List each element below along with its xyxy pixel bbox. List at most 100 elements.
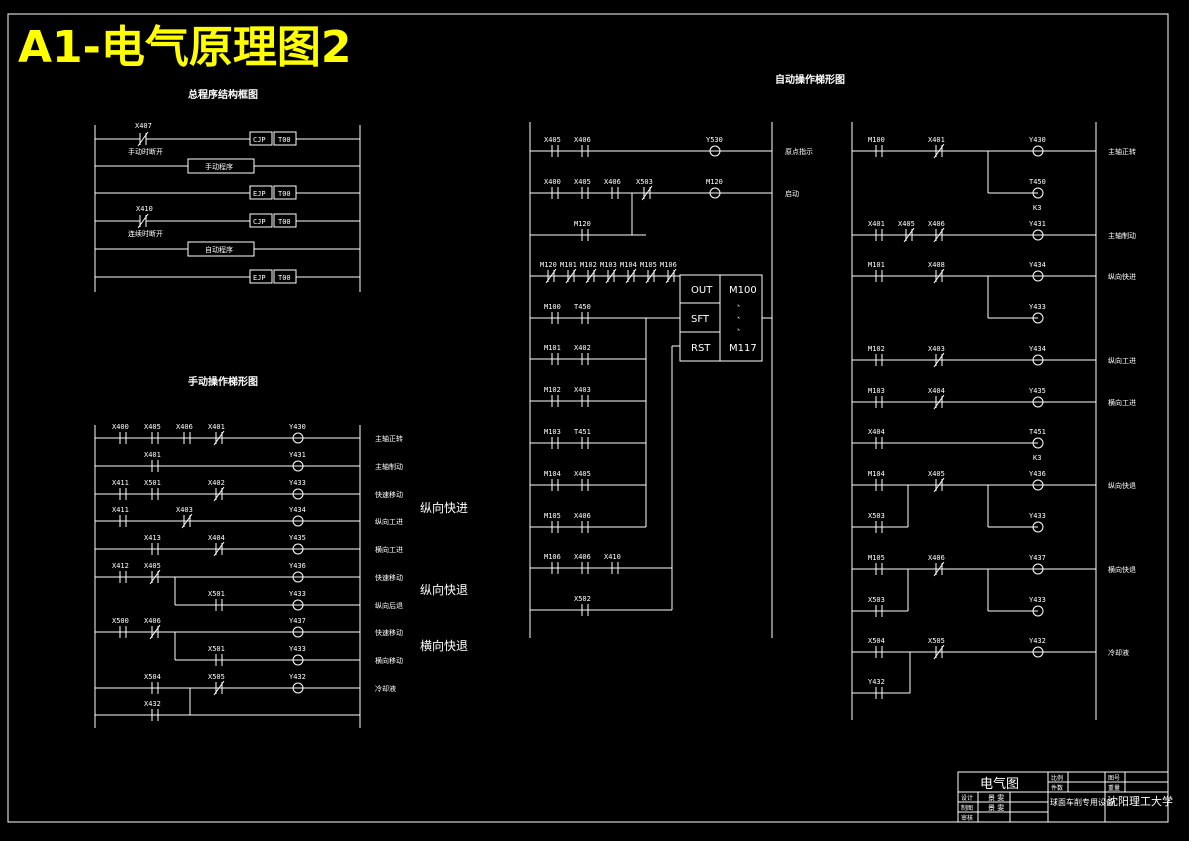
svg-text:RST: RST	[691, 343, 711, 354]
svg-text:图号: 图号	[1108, 775, 1120, 782]
coil-label: Y433	[289, 645, 306, 653]
coil	[709, 145, 721, 157]
ladder-rung: X432	[95, 700, 360, 721]
contact-label: X406	[144, 617, 161, 625]
contact-label: X403	[176, 506, 193, 514]
contact-label: X503	[868, 512, 885, 520]
coil	[292, 571, 304, 583]
ladder-rung: X502	[530, 595, 672, 616]
contact-label: X401	[144, 451, 161, 459]
svg-text:SFT: SFT	[691, 314, 710, 325]
contact-label: M101	[868, 261, 885, 269]
coil-label: T451	[1029, 428, 1046, 436]
contact-label: X401	[928, 136, 945, 144]
svg-text:T00: T00	[278, 190, 291, 198]
contact-label: X502	[574, 595, 591, 603]
coil	[1032, 437, 1044, 449]
contact-label: X405	[144, 562, 161, 570]
svg-text:T00: T00	[278, 218, 291, 226]
svg-text:重量: 重量	[1108, 784, 1120, 792]
contact-label: X500	[112, 617, 129, 625]
contact-label: X406	[574, 512, 591, 520]
contact-label: X405	[574, 178, 591, 186]
contact-label: X405	[544, 136, 561, 144]
contact-label: X412	[112, 562, 129, 570]
coil-label: Y434	[1029, 261, 1046, 269]
svg-text:手动程序: 手动程序	[205, 162, 233, 171]
svg-text:比例: 比例	[1051, 774, 1063, 782]
svg-text:、: 、	[737, 299, 745, 308]
rung-description: 冷却液	[1108, 648, 1129, 657]
coil-label: Y437	[289, 617, 306, 625]
rung-description: 快速移动	[375, 573, 403, 582]
coil	[292, 460, 304, 472]
svg-text:景 雯: 景 雯	[988, 794, 1004, 802]
coil-label: Y434	[289, 506, 306, 514]
coil-label: Y435	[289, 534, 306, 542]
svg-text:M100: M100	[729, 285, 757, 296]
contact-label: M105	[640, 261, 657, 269]
rung-description: 纵向工进	[1108, 356, 1136, 365]
coil	[1032, 229, 1044, 241]
rung-description: 纵向快退	[1108, 481, 1136, 490]
drawing-frame	[7, 13, 1169, 823]
coil-label: Y431	[289, 451, 306, 459]
contact-label: T450	[574, 303, 591, 311]
contact-label: X503	[868, 596, 885, 604]
contact-label: M104	[544, 470, 561, 478]
contact-label: X504	[144, 673, 161, 681]
coil	[292, 543, 304, 555]
contact-label: X432	[144, 700, 161, 708]
svg-text:制图: 制图	[961, 804, 973, 812]
main-program-title: 总程序结构框图	[188, 88, 258, 101]
rung-description: 主轴制动	[1108, 231, 1136, 240]
coil	[1032, 354, 1044, 366]
svg-text:OUT: OUT	[691, 285, 713, 296]
svg-text:件数: 件数	[1051, 784, 1063, 792]
coil	[1032, 563, 1044, 575]
big-label: 横向快退	[420, 638, 468, 653]
coil-label: Y530	[706, 136, 723, 144]
contact-label: T451	[574, 428, 591, 436]
rung-description: 主轴正转	[375, 434, 403, 443]
contact-label: X405	[928, 470, 945, 478]
contact-label: X405	[574, 470, 591, 478]
contact-label: X413	[144, 534, 161, 542]
rung-description: 启动	[785, 189, 799, 198]
coil-label: Y437	[1029, 554, 1046, 562]
svg-text:手动时断开: 手动时断开	[128, 147, 163, 156]
contact-label: X401	[868, 220, 885, 228]
coil-label: Y433	[1029, 303, 1046, 311]
contact-label: M100	[544, 303, 561, 311]
coil-label: Y433	[1029, 512, 1046, 520]
rung-description: 快速移动	[375, 628, 403, 637]
contact-label: X504	[868, 637, 885, 645]
coil-label: T450	[1029, 178, 1046, 186]
coil	[1032, 646, 1044, 658]
svg-text:连续时断开: 连续时断开	[128, 229, 163, 238]
contact-label: M101	[560, 261, 577, 269]
rung-description: 横向快退	[1108, 565, 1136, 574]
svg-text:设计: 设计	[961, 794, 973, 802]
ladder-rung: M100 T450	[530, 303, 680, 324]
contact-label: M101	[544, 344, 561, 352]
coil	[292, 432, 304, 444]
coil-label: Y433	[289, 590, 306, 598]
coil	[1032, 187, 1044, 199]
svg-text:X410: X410	[136, 205, 153, 213]
svg-text:CJP: CJP	[253, 218, 266, 226]
svg-text:CJP: CJP	[253, 136, 266, 144]
